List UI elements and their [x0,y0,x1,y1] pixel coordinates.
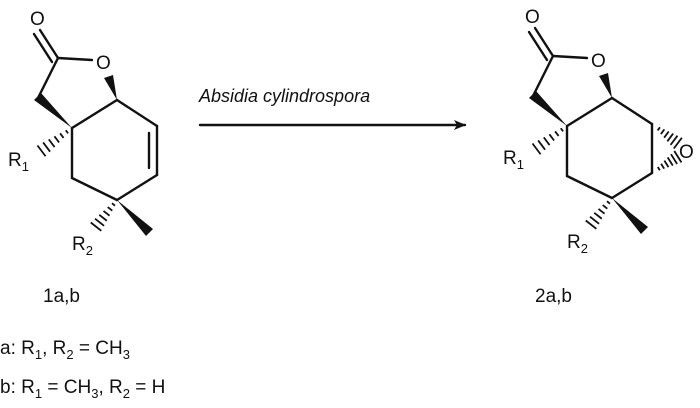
carbonyl-double-bond-1 [533,26,555,58]
wedge-bond [599,73,612,98]
hash-stroke [107,206,113,212]
hash-stroke [48,138,56,148]
r1-label: R1 [503,148,524,172]
hash-stroke [663,130,670,139]
hash-stroke [94,217,105,227]
starting-material-structure: O O R1 R2 [8,9,159,258]
hash-stroke [560,127,564,132]
bond [610,171,654,200]
hash-stroke [593,212,603,220]
hash-stroke [102,210,111,217]
bond [551,54,589,60]
hash-stroke [656,126,661,131]
hash-stroke [606,200,611,205]
hash-bond-r1 [531,127,564,155]
hash-stroke [543,136,551,146]
legend-line-b: b: R1 = CH3, R2 = H [0,377,165,401]
hash-stroke [670,153,678,165]
carbonyl-oxygen: O [525,7,540,28]
hash-stroke [663,160,670,168]
hash-stroke [98,214,108,222]
product-label: 2a,b [535,286,572,307]
hash-bond-r2 [585,200,611,230]
hash-stroke [657,166,661,171]
r2-label: R2 [72,234,93,258]
r2-label: R2 [567,232,588,256]
hash-stroke [42,141,51,153]
starting-material-label: 1a,b [43,286,80,307]
wedge-bond [529,91,567,126]
hash-stroke [669,135,679,146]
carbonyl-double-bond-2 [527,30,549,62]
hash-stroke [537,139,546,151]
hash-stroke [660,163,665,170]
hash-stroke [554,130,560,137]
hash-stroke [585,219,597,230]
bond [36,56,60,100]
hash-stroke [673,150,683,163]
ring-oxygen: O [96,53,111,74]
bond [115,173,159,202]
bond [56,56,94,62]
methyl-wedge-bond [117,200,153,236]
wedge-bond [104,75,117,100]
hash-stroke [597,208,606,215]
bond [565,174,614,200]
bond [610,96,654,126]
carbonyl-double-bond-1 [38,28,60,60]
bond [565,96,614,128]
epoxide-oxygen: O [679,142,694,163]
hash-stroke [602,204,608,210]
hash-stroke [548,133,555,142]
hash-stroke [673,137,683,150]
r1-label: R1 [8,150,29,174]
bond [115,98,159,128]
hash-bond-r2 [90,202,116,232]
carbonyl-oxygen: O [30,9,45,30]
hash-stroke [36,144,47,157]
bond [70,176,119,202]
hash-stroke [90,221,102,232]
epoxide-hash-bond-bottom [657,150,683,171]
hash-stroke [589,215,600,225]
epoxide-hash-bond-top [656,126,683,150]
hash-stroke [531,142,542,155]
wedge-bond [34,93,72,128]
ring-oxygen: O [591,51,606,72]
hash-stroke [111,202,116,207]
legend-line-a: a: R1, R2 = CH3 [0,338,130,362]
hash-stroke [53,135,60,144]
hash-stroke [65,129,69,134]
hash-bond-r1 [36,129,69,157]
carbonyl-double-bond-2 [32,32,54,64]
hash-stroke [666,156,674,167]
bond [70,98,119,130]
hash-stroke [660,128,666,135]
hash-stroke [666,133,674,142]
reagent-label: Absidia cylindrospora [198,86,370,106]
hash-stroke [59,132,65,139]
product-structure: O O O R1 R2 [503,7,694,256]
bond [531,54,555,98]
methyl-wedge-bond [612,198,648,234]
